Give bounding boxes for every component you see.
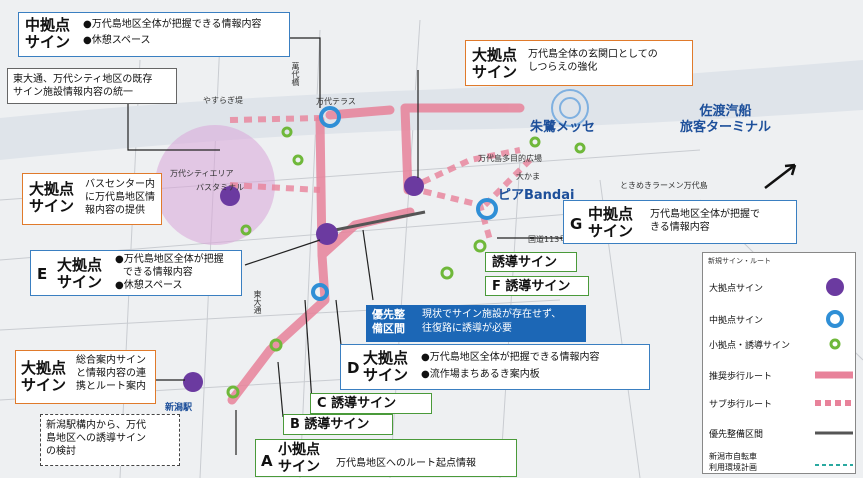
- callout-text: 総合案内サイン と情報内容の連 携とルート案内: [76, 355, 146, 392]
- map-label-bandai-terrace: 万代テラス: [316, 97, 356, 106]
- callout-letter: G: [570, 215, 583, 233]
- legend-item: 中拠点サイン: [709, 316, 764, 326]
- map-legend: 新規サイン・ルート 大拠点サイン 中拠点サイン 小拠点・誘導サイン 推奨歩行ルー…: [702, 252, 856, 474]
- map-label-station: 新潟駅: [165, 403, 193, 413]
- mid-signs: [311, 106, 498, 301]
- north-arrow: [764, 163, 797, 189]
- venue-sado: 佐渡汽船 旅客ターミナル: [680, 104, 772, 135]
- leader-lines: [127, 37, 562, 455]
- callout-title: 大拠点 サイン: [57, 256, 103, 291]
- callout-c: C 誘導サイン: [310, 393, 432, 414]
- callout-item: ●万代島地区全体が把握できる情報内容: [421, 352, 600, 363]
- callout-b: B 誘導サイン: [283, 414, 393, 435]
- callout-title: 大拠点 サイン: [472, 46, 518, 81]
- callout-letter: D: [347, 359, 360, 377]
- callout-text: 誘導サイン: [492, 255, 558, 270]
- small-signs: [226, 126, 586, 399]
- callout-yudo: 誘導サイン: [485, 252, 577, 272]
- callout-station: 大拠点 サイン 総合案内サイン と情報内容の連 携とルート案内: [15, 350, 156, 404]
- map-label-yasuragi: やすらぎ堤: [203, 96, 243, 105]
- callout-text: F 誘導サイン: [492, 279, 571, 294]
- map-label-bandai-city: 万代シティエリア: [170, 169, 234, 178]
- legend-symbols: [815, 278, 853, 466]
- callout-item: ●万代島地区全体が把握できる情報内容: [83, 19, 262, 30]
- callout-bus-center: 大拠点 サイン バスセンター内 に万代島地区情 報内容の提供: [22, 173, 162, 225]
- callout-text: 新潟駅構内から、万代 島地区への誘導サイン の検討: [46, 420, 146, 457]
- callout-text: 万代島地区全体が把握で きる情報内容: [650, 209, 760, 233]
- priority-text: 現状でサイン施設が存在せず、 往復路に誘導が必要: [422, 309, 562, 334]
- callout-text: バスセンター内 に万代島地区情 報内容の提供: [85, 179, 155, 216]
- callout-item: ●万代島地区全体が把握: [115, 254, 224, 265]
- callout-item: ●流作場まちあるき案内板: [421, 369, 540, 380]
- legend-item: 大拠点サイン: [709, 284, 764, 294]
- venue-pia-bandai: ピアBandai: [498, 188, 575, 203]
- map-label-route: 国道113号: [528, 235, 568, 244]
- callout-east-ave: 東大通、万代シティ地区の既存 サイン施設情報内容の統一: [7, 68, 177, 104]
- callout-station-note: 新潟駅構内から、万代 島地区への誘導サイン の検討: [40, 414, 180, 466]
- callout-f: F 誘導サイン: [485, 276, 589, 296]
- callout-title: 大拠点 サイン: [29, 180, 75, 215]
- callout-text: 万代島全体の玄関口としての しつらえの強化: [528, 49, 658, 73]
- callout-item: ●休憩スペース: [83, 35, 151, 46]
- callout-d: D 大拠点 サイン ●万代島地区全体が把握できる情報内容 ●流作場まちあるき案内…: [340, 344, 650, 390]
- priority-section-note: 優先整 備区間 現状でサイン施設が存在せず、 往復路に誘導が必要: [366, 305, 586, 342]
- legend-item: 小拠点・誘導サイン: [709, 341, 791, 351]
- callout-letter: A: [261, 452, 273, 470]
- callout-text: 万代島地区へのルート起点情報: [336, 458, 476, 469]
- callout-a: A 小拠点 サイン 万代島地区へのルート起点情報: [255, 439, 517, 477]
- priority-section-arrow: [334, 210, 426, 232]
- priority-title: 優先整 備区間: [372, 308, 405, 335]
- map-label-bus: バスタミナル: [196, 183, 244, 192]
- map-label-hall: 万代島多目的広場: [478, 154, 542, 163]
- callout-text: 東大通、万代シティ地区の既存 サイン施設情報内容の統一: [13, 74, 153, 98]
- callout-letter: E: [37, 265, 48, 283]
- legend-item: 優先整備区間: [709, 430, 764, 440]
- legend-item: 新潟市自転車 利用環境計画: [709, 452, 757, 472]
- callout-item: できる情報内容: [123, 267, 193, 278]
- map-label-kyoto: 東大通: [253, 290, 262, 314]
- callout-item: ●休憩スペース: [115, 280, 183, 291]
- callout-title: 中拠点 サイン: [25, 16, 71, 51]
- callout-title: 中拠点 サイン: [588, 205, 634, 240]
- callout-text: C 誘導サイン: [317, 396, 397, 411]
- bus-area: [155, 125, 275, 245]
- map-label-toki: ときめきラーメン万代島: [620, 181, 708, 190]
- messe-icon: [551, 89, 589, 127]
- legend-item: サブ歩行ルート: [709, 400, 773, 410]
- callout-mid-top-left: 中拠点 サイン ●万代島地区全体が把握できる情報内容 ●休憩スペース: [18, 12, 290, 57]
- callout-e: E 大拠点 サイン ●万代島地区全体が把握 できる情報内容 ●休憩スペース: [30, 250, 242, 296]
- legend-title: 新規サイン・ルート: [708, 257, 771, 265]
- callout-title: 大拠点 サイン: [21, 359, 67, 394]
- map-label-ookama: 大かま: [516, 172, 540, 181]
- callout-top-center: 大拠点 サイン 万代島全体の玄関口としての しつらえの強化: [465, 40, 693, 86]
- callout-g: G 中拠点 サイン 万代島地区全体が把握で きる情報内容: [563, 200, 797, 244]
- callout-title: 大拠点 サイン: [363, 349, 409, 384]
- map-label-kaido: 萬代橋: [291, 62, 300, 86]
- venue-shuran: 朱鷺メッセ: [530, 120, 596, 135]
- callout-text: B 誘導サイン: [290, 417, 370, 432]
- big-signs: [183, 176, 424, 392]
- callout-title: 小拠点 サイン: [278, 442, 320, 475]
- legend-item: 推奨歩行ルート: [709, 372, 773, 382]
